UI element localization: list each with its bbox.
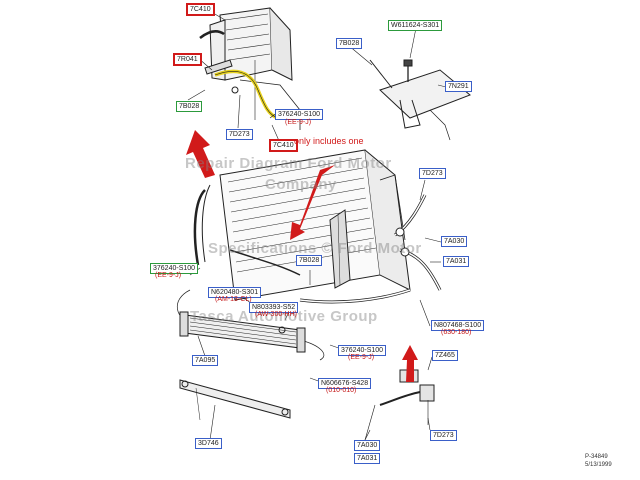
callout-7b028-top-right: 7B028: [336, 38, 363, 49]
radiator: [193, 149, 411, 301]
callout-n606676-s428: N606676-S428: [318, 378, 372, 389]
watermark-line4: Tasca Automotive Group: [190, 308, 378, 325]
callout-7d273-right: 7D273: [419, 168, 446, 179]
spec-ee9j-left: (EE-9-J): [155, 272, 182, 279]
callout-7b028-left: 7B028: [176, 101, 203, 112]
spec-aw300hh: (AW-300-HH): [255, 311, 298, 318]
callout-w611624-s301: W611624-S301: [388, 20, 443, 31]
red-arrows: [186, 130, 418, 382]
arrow-bottom: [402, 345, 418, 382]
figure-date: 5/13/1999: [585, 462, 612, 468]
cooler-hoses: [229, 194, 442, 304]
callout-3d746: 3D746: [195, 438, 222, 449]
lower-connectors: [364, 369, 435, 441]
callout-7a030-bottom: 7A030: [354, 440, 381, 451]
callout-376240-s100-bottom: 376240-S100: [338, 345, 387, 356]
callout-n807468-s100: N807468-S100: [431, 320, 485, 331]
callout-7a031-bottom: 7A031: [354, 453, 381, 464]
callout-7n291: 7N291: [445, 81, 472, 92]
transmission-housing: [209, 7, 301, 130]
callout-n803393-s52: N803393-S52: [249, 302, 299, 313]
spec-010-010: (010-010): [326, 387, 357, 394]
callout-7b028-center: 7B028: [296, 255, 323, 266]
figure-code: P-34849: [585, 454, 608, 460]
watermark-line3: Specifications © Ford Motor: [208, 240, 422, 257]
callout-n620480-s301: N620480-S301: [208, 287, 262, 298]
spec-am13cl: (AM-13-CL): [215, 296, 252, 303]
callout-7d273-bottom: 7D273: [430, 430, 457, 441]
callout-7a030-right: 7A030: [441, 236, 468, 247]
watermark-line2: Company: [265, 176, 337, 193]
upper-cooler-line: [199, 30, 279, 120]
arrow-top: [186, 130, 215, 178]
auxiliary-oil-cooler: [179, 311, 306, 353]
callout-7r041: 7R041: [173, 53, 202, 66]
spec-ee9j-top: (EE-9-J): [285, 119, 312, 126]
mounting-bracket: [369, 59, 471, 141]
callout-7a095: 7A095: [192, 355, 219, 366]
callout-7c410-top: 7C410: [186, 3, 215, 16]
callout-376240-s100-top: 376240-S100: [275, 109, 324, 120]
callout-7a031-right: 7A031: [443, 256, 470, 267]
arrow-center: [290, 165, 335, 240]
spec-630-180: (630-180): [441, 329, 472, 336]
callout-7d273-top: 7D273: [226, 129, 253, 140]
callout-7z465: 7Z465: [432, 350, 458, 361]
annotation-only-includes-one: only includes one: [294, 136, 364, 146]
spec-ee9j-bottom: (EE-9-J): [348, 354, 375, 361]
callout-376240-s100-left: 376240-S100: [150, 263, 199, 274]
cooler-bracket: [179, 379, 291, 421]
watermark-line1: Repair Diagram Ford Motor: [185, 155, 392, 172]
callout-7c410-mid: 7C410: [269, 139, 298, 152]
